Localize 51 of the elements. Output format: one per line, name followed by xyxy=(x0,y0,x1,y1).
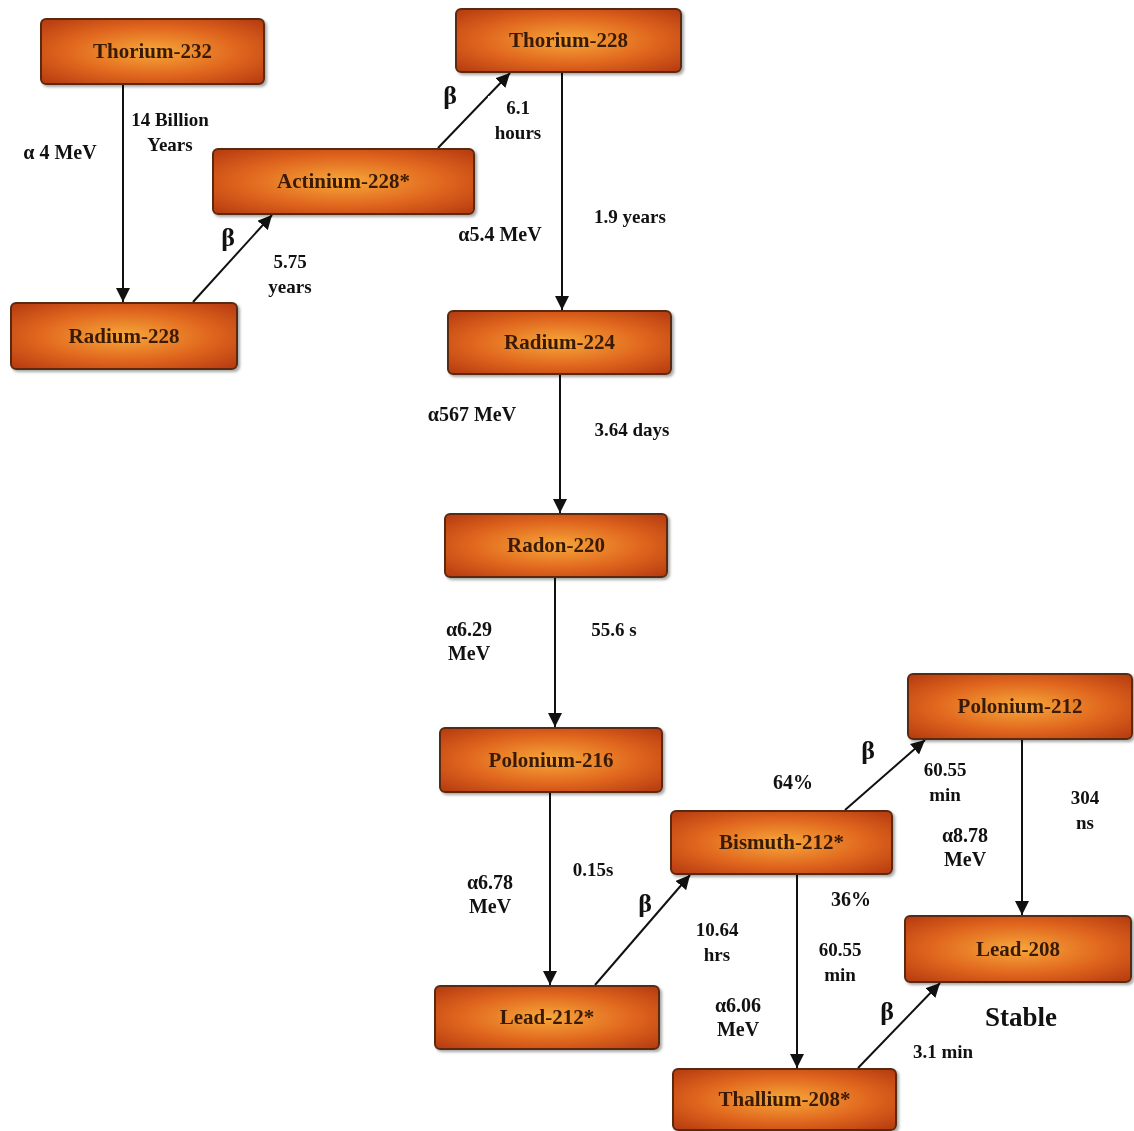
decay-arrow xyxy=(548,577,562,728)
decay-mode-label: β xyxy=(442,80,458,112)
nuclide-box xyxy=(212,148,475,215)
nuclide-box xyxy=(10,302,238,370)
nuclide-name: Thorium-228 xyxy=(509,28,628,53)
stability-note: Stable xyxy=(985,1002,1057,1033)
decay-arrow xyxy=(594,874,691,986)
decay-mode-label: α8.78 MeV xyxy=(940,823,990,871)
decay-mode-label: 64% xyxy=(772,770,814,794)
nuclide-box xyxy=(439,727,663,793)
decay-arrow xyxy=(116,84,130,303)
nuclide-name: Polonium-212 xyxy=(957,694,1083,719)
decay-mode-label: β xyxy=(879,996,895,1028)
nuclide-name: Polonium-216 xyxy=(488,747,614,773)
decay-arrow xyxy=(555,72,569,311)
nuclide-name: Radon-220 xyxy=(507,533,605,558)
nuclide-box xyxy=(40,18,265,85)
nuclide-box xyxy=(670,810,893,875)
nuclide-box xyxy=(672,1068,897,1131)
decay-arrow xyxy=(790,874,804,1069)
decay-mode-label: β xyxy=(220,222,236,254)
decay-mode-label: β xyxy=(860,735,876,767)
nuclide-box xyxy=(455,8,682,73)
decay-mode-label: α6.06 MeV xyxy=(713,993,763,1041)
nuclide-box xyxy=(434,985,660,1050)
nuclide-box xyxy=(907,673,1133,740)
decay-arrow xyxy=(857,982,941,1069)
nuclide-name: Radium-224 xyxy=(504,330,615,355)
decay-arrow xyxy=(553,374,567,514)
nuclide-name: Thorium-232 xyxy=(93,39,212,64)
decay-mode-label: α6.29 MeV xyxy=(444,617,494,665)
nuclide-name: Lead-212* xyxy=(499,1005,595,1030)
decay-arrow xyxy=(543,792,557,986)
decay-mode-label: β xyxy=(637,888,653,920)
decay-arrow xyxy=(844,739,926,811)
nuclide-box xyxy=(447,310,672,375)
decay-mode-label: 36% xyxy=(830,887,872,911)
nuclide-name: Radium-228 xyxy=(68,323,180,349)
nuclide-name: Bismuth-212* xyxy=(719,830,844,855)
decay-mode-label: α 4 MeV xyxy=(22,140,98,164)
decay-arrow xyxy=(437,72,511,149)
decay-mode-label: α567 MeV xyxy=(426,402,518,426)
decay-arrow xyxy=(1015,739,1029,916)
nuclide-box xyxy=(444,513,668,578)
nuclide-name: Lead-208 xyxy=(976,936,1060,962)
decay-mode-label: α6.78 MeV xyxy=(465,870,515,918)
decay-mode-label: α5.4 MeV xyxy=(457,222,543,246)
nuclide-name: Thallium-208* xyxy=(718,1087,851,1112)
decay-arrow xyxy=(192,214,273,303)
nuclide-box xyxy=(904,915,1132,983)
nuclide-name: Actinium-228* xyxy=(277,169,410,194)
